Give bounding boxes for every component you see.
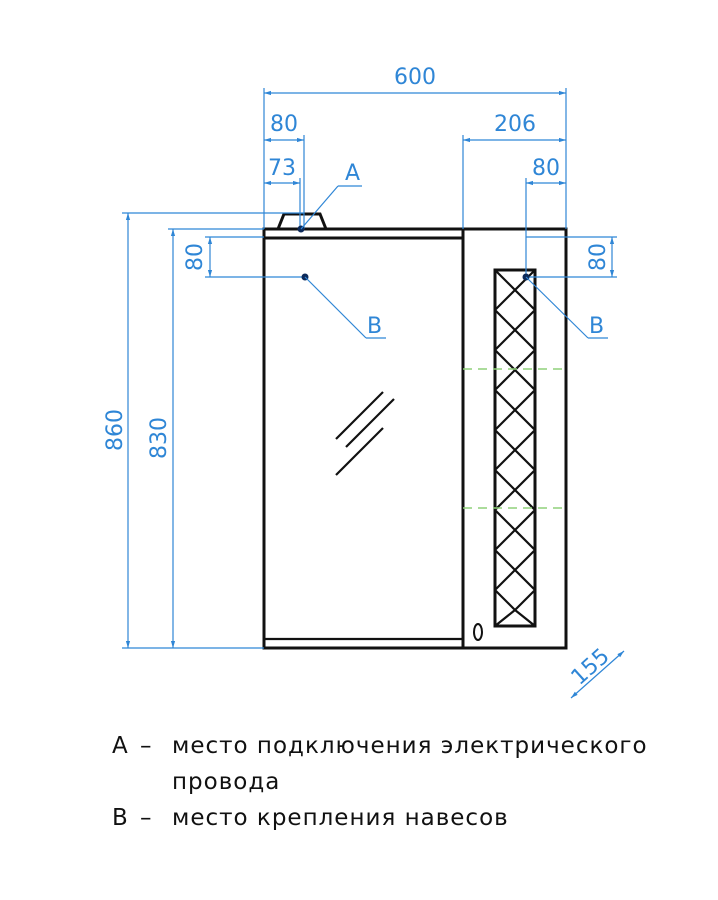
- lattice-panel: [493, 268, 537, 628]
- callouts: A B B: [297, 161, 608, 339]
- legend-text-a-cont: провода: [172, 769, 281, 795]
- legend-item-a-continuation: провода: [112, 764, 648, 800]
- dim-right-206: 206: [494, 112, 536, 137]
- mirror-reflection-icon: [335, 391, 395, 476]
- legend: A – место подключения электрического про…: [112, 728, 648, 836]
- legend-text-a: место подключения электрического: [172, 733, 648, 759]
- dim-overall-height: 860: [103, 409, 128, 451]
- legend-key-a: A: [112, 733, 129, 759]
- dim-depth: 155: [567, 644, 615, 691]
- dim-body-height: 830: [147, 417, 172, 459]
- light-fixture: [276, 212, 328, 230]
- legend-text-b: место крепления навесов: [172, 805, 509, 831]
- callout-a: A: [345, 161, 360, 186]
- dim-left-73: 73: [268, 156, 296, 181]
- legend-item-b: B – место крепления навесов: [112, 800, 648, 836]
- cabinet-body: [262, 227, 568, 650]
- dim-left-vertical-80: 80: [183, 243, 208, 271]
- dim-left-80: 80: [270, 112, 298, 137]
- door-handle: [473, 623, 483, 641]
- legend-item-a: A – место подключения электрического: [112, 728, 648, 764]
- callout-b-right: B: [589, 314, 604, 339]
- dim-right-80: 80: [532, 156, 560, 181]
- cabinet-outline: [262, 212, 568, 650]
- dimensions: 600 80 73 206 80 860 830 80: [103, 65, 625, 699]
- legend-dash: –: [140, 733, 153, 759]
- dim-overall-width: 600: [394, 65, 436, 90]
- dim-right-vertical-80: 80: [586, 243, 611, 271]
- legend-dash: –: [140, 805, 153, 831]
- legend-key-b: B: [112, 805, 129, 831]
- callout-b-left: B: [367, 314, 382, 339]
